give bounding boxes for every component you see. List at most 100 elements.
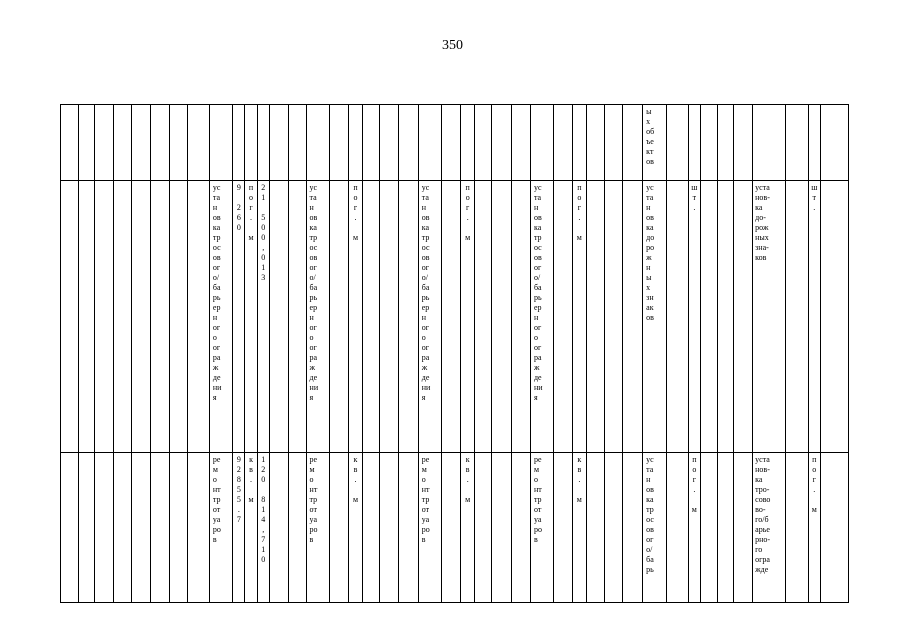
table-cell [168, 180, 188, 453]
cell-text [624, 182, 642, 184]
cell-text [61, 182, 77, 184]
cell-text: 2 1 5 0 0 , 0 1 3 [261, 183, 266, 282]
cell-text: ус та н ов ка тр ос ов ог о/ ба рь ер н … [421, 183, 431, 402]
table-cell [150, 180, 170, 453]
cell-text [330, 454, 347, 456]
table-cell [113, 104, 133, 181]
table-cell [819, 180, 850, 453]
table-cell [417, 104, 443, 181]
cell-text: к в . м [465, 455, 471, 504]
table-cell [60, 104, 79, 181]
cell-text [170, 454, 186, 456]
table-cell: ус та н ов ка тр ос ов ог о/ ба рь ер н … [417, 180, 443, 453]
table-cell [604, 452, 624, 603]
cell-text [289, 182, 305, 184]
table-cell [94, 180, 115, 453]
table-cell [491, 104, 513, 181]
table-cell [785, 452, 809, 603]
cell-text [606, 454, 622, 456]
table-cell: п о г . м [459, 180, 476, 453]
cell-text [115, 106, 131, 108]
table-cell [665, 452, 689, 603]
cell-text [151, 182, 168, 184]
cell-text [289, 106, 305, 108]
cell-text [587, 182, 604, 184]
cell-text [364, 182, 379, 184]
cell-text [270, 106, 287, 108]
table-cell [585, 180, 606, 453]
page-number: 350 [442, 38, 463, 53]
table-cell [328, 104, 349, 181]
table-cell [553, 104, 574, 181]
cell-text [462, 106, 474, 108]
cell-text [624, 106, 642, 108]
table-cell: к в . м [244, 452, 258, 603]
table-cell [378, 104, 399, 181]
cell-text [701, 454, 716, 456]
table-cell [60, 452, 79, 603]
cell-text [151, 106, 168, 108]
cell-text: уста нов- ка до- рож ных зна- ков [755, 183, 770, 262]
table-cell [131, 180, 151, 453]
table-cell [328, 452, 349, 603]
table-cell [819, 104, 850, 181]
table-cell [397, 104, 419, 181]
cell-text [587, 454, 604, 456]
cell-text [79, 106, 94, 108]
table-cell [785, 104, 809, 181]
cell-text [809, 106, 819, 108]
cell-text [493, 454, 511, 456]
cell-text [61, 106, 77, 108]
cell-text: к в . м [248, 455, 254, 504]
table-cell [441, 104, 461, 181]
table-cell [733, 104, 754, 181]
cell-text [170, 182, 186, 184]
cell-text [79, 182, 94, 184]
cell-text: п о г . м [352, 183, 359, 242]
table-cell [186, 180, 210, 453]
cell-text [787, 182, 807, 184]
table-cell: 2 1 5 0 0 , 0 1 3 [256, 180, 270, 453]
cell-text [270, 182, 287, 184]
table-cell [511, 180, 531, 453]
table-row: ы х об ъе кт ов [60, 104, 850, 181]
table-cell [268, 180, 289, 453]
cell-text [210, 106, 231, 108]
cell-text [718, 454, 733, 456]
table-cell: к в . м [459, 452, 476, 603]
table-cell [150, 104, 170, 181]
cell-text [188, 106, 208, 108]
table-cell [474, 104, 493, 181]
table-cell [362, 452, 380, 603]
cell-text [188, 182, 208, 184]
table-cell [347, 104, 364, 181]
table-cell [328, 180, 349, 453]
table-cell: ш т . [807, 180, 821, 453]
table-cell: уста нов- ка до- рож ных зна- ков [752, 180, 787, 453]
cell-text [133, 106, 150, 108]
table-cell: ре м о нт тр от уа ро в [417, 452, 443, 603]
cell-text [787, 454, 807, 456]
table-cell: ус та н ов ка тр ос ов ог о/ ба рь ер н … [529, 180, 555, 453]
table-cell: ус та н ов ка до ро ж н ы х зн ак ов [642, 180, 667, 453]
table-cell [459, 104, 476, 181]
table-cell [511, 452, 531, 603]
table-cell [441, 452, 461, 603]
cell-text [718, 106, 733, 108]
table-cell [186, 452, 210, 603]
cell-text [380, 454, 397, 456]
cell-text [133, 182, 150, 184]
table-cell [268, 104, 289, 181]
table-cell [131, 104, 151, 181]
cell-text: к в . м [352, 455, 359, 504]
cell-text [364, 106, 379, 108]
document-table: ы х об ъе кт ов ус та н ов ка тр ос ов ог… [60, 104, 850, 603]
cell-text: 1 2 0 8 1 4 , 7 1 0 [261, 455, 266, 564]
table-cell: ы х об ъе кт ов [642, 104, 667, 181]
table-cell [168, 452, 188, 603]
cell-text [188, 454, 208, 456]
cell-text [718, 182, 733, 184]
cell-text [349, 106, 361, 108]
cell-text [79, 454, 94, 456]
